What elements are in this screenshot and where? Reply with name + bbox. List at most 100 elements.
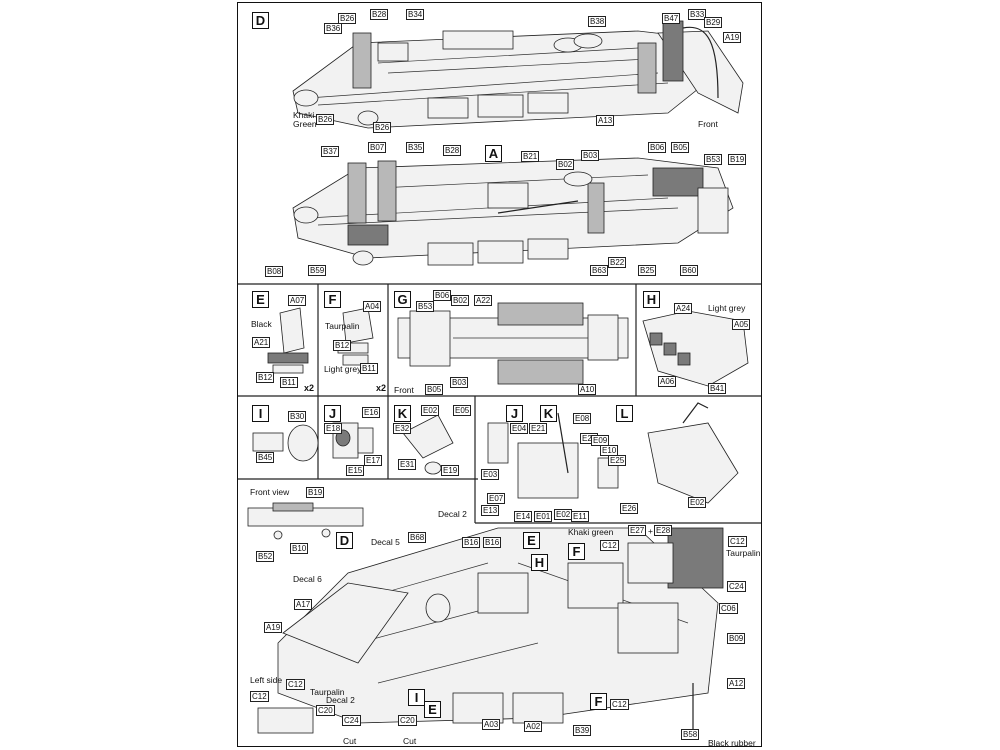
part-label: C06 [719,603,738,614]
part-label: E04 [510,423,529,434]
part-label: E08 [573,413,592,424]
part-label: B29 [704,17,723,28]
part-label: C12 [600,540,619,551]
section-h-marker: H [643,291,660,308]
part-label: B06 [648,142,667,153]
part-label: E27 [628,525,647,536]
part-label: B47 [662,13,681,24]
callout-a: A [485,145,502,162]
color-note: Taurpalin [726,548,761,558]
callout-f: F [590,693,607,710]
part-label: B28 [370,9,389,20]
section-g-marker: G [394,291,411,308]
color-note: Light grey [324,364,362,374]
part-label: B07 [368,142,387,153]
part-label: C20 [398,715,417,726]
section-l-marker: L [616,405,633,422]
part-label: B19 [306,487,325,498]
callout-d: D [336,532,353,549]
part-label: A05 [732,319,751,330]
part-label: B05 [671,142,690,153]
part-label: B10 [290,543,309,554]
part-label: A07 [288,295,307,306]
part-label: E01 [534,511,553,522]
part-label: B38 [588,16,607,27]
rubber-note: Black rubber [708,738,756,747]
part-label: B05 [425,384,444,395]
section-e-marker: E [252,291,269,308]
multiplier: x2 [304,383,315,393]
part-label: E16 [362,407,381,418]
part-label: B59 [308,265,327,276]
callout-e: E [523,532,540,549]
part-label: B68 [408,532,427,543]
part-label: E03 [481,469,500,480]
part-label: B37 [321,146,340,157]
part-label: B16 [483,537,502,548]
part-label: E19 [441,465,460,476]
part-label: A13 [596,115,615,126]
part-label: B53 [704,154,723,165]
line-art [238,20,761,738]
section-f-marker: F [324,291,341,308]
part-label: B36 [324,23,343,34]
part-label: E02 [554,509,573,520]
part-label: E14 [514,511,533,522]
part-label: C12 [728,536,747,547]
part-label: B06 [433,290,452,301]
part-label: E26 [620,503,639,514]
multiplier: x2 [376,383,387,393]
front-note: Front [698,119,718,129]
part-label: E05 [453,405,472,416]
part-label: A17 [294,599,313,610]
part-label: B52 [256,551,275,562]
part-label: A22 [474,295,493,306]
section-j-marker: J [506,405,523,422]
part-label: B26 [316,114,335,125]
part-label: A12 [727,678,746,689]
part-label: C24 [342,715,361,726]
section-j-marker: J [324,405,341,422]
part-label: E02 [421,405,440,416]
part-label: A24 [674,303,693,314]
part-label: E25 [608,455,627,466]
part-label: B30 [288,411,307,422]
instruction-sheet: D B26 B28 B34 B36 B38 B47 B33 B29 A19 A1… [237,2,762,747]
chassis-bottom-drawing [292,157,734,266]
color-note: Khaki green [568,527,614,537]
part-label: B25 [638,265,657,276]
part-label: B39 [573,725,592,736]
part-label: B33 [688,9,707,20]
part-label: B35 [406,142,425,153]
chassis-top-drawing [292,20,744,129]
callout-i: I [408,689,425,706]
part-label: E02 [688,497,707,508]
section-k-marker: K [394,405,411,422]
section-i-marker: I [252,405,269,422]
part-label: E21 [529,423,548,434]
callout-h: H [531,554,548,571]
part-label: B63 [590,265,609,276]
callout-f: F [568,543,585,560]
part-label: E31 [398,459,417,470]
part-label: B28 [443,145,462,156]
part-label: B26 [338,13,357,24]
front-note: Front [394,385,414,395]
color-note: Black [251,319,272,329]
part-label: E07 [487,493,506,504]
part-label: B21 [521,151,540,162]
part-label: C12 [286,679,305,690]
part-label: E32 [393,423,412,434]
part-label: B03 [581,150,600,161]
part-label: B53 [416,301,435,312]
part-label: B34 [406,9,425,20]
part-label: B22 [608,257,627,268]
part-label: B08 [265,266,284,277]
section-d-marker: D [252,12,269,29]
part-label: B12 [333,340,352,351]
part-label: C12 [250,691,269,702]
cut-note: Cut [343,736,357,746]
part-label: A04 [363,301,382,312]
part-label: C20 [316,705,335,716]
color-note: Light grey [708,303,746,313]
